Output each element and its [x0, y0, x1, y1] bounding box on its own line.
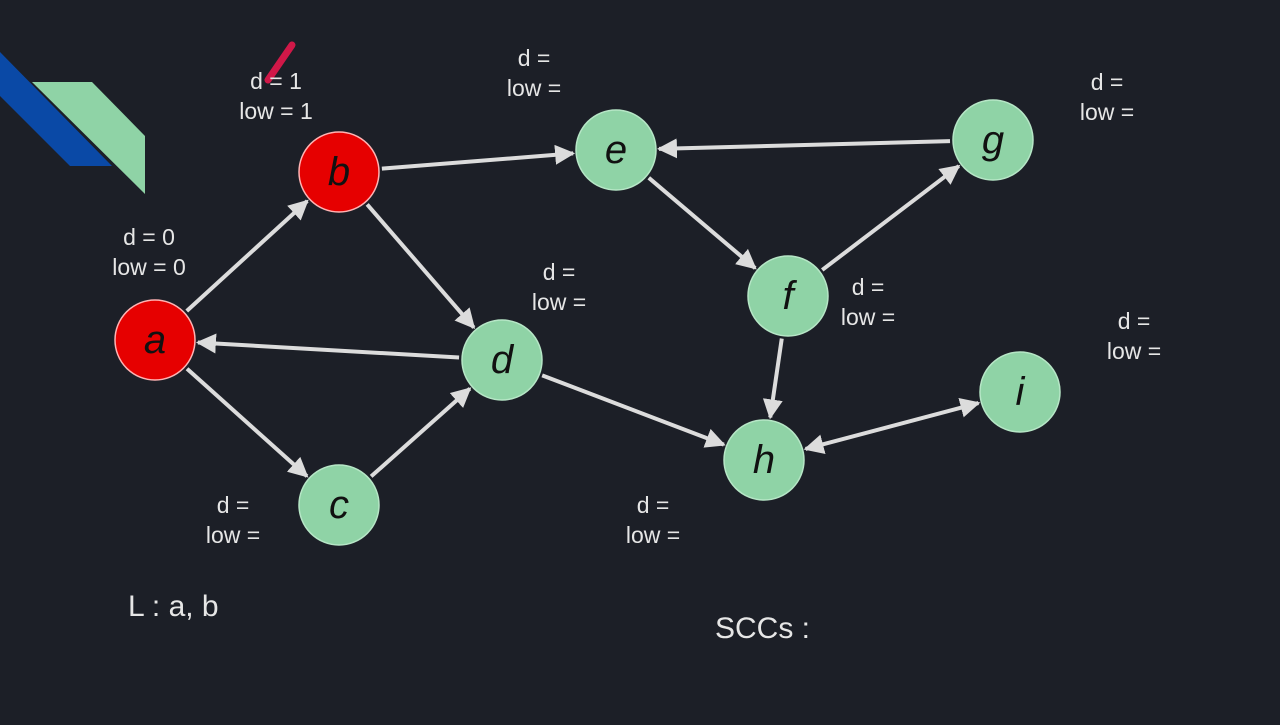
label-e-d: d = [517, 45, 551, 71]
label-f-d: d = [851, 274, 885, 300]
label-h-d: d = [636, 492, 670, 518]
node-f-circle [747, 255, 829, 337]
deco-green-stripe [32, 82, 145, 194]
label-c: d = low = [206, 490, 260, 550]
node-d-circle [461, 319, 543, 401]
node-i-label: i [1016, 370, 1026, 414]
edge-d-a [195, 333, 460, 360]
edge-b-e [381, 144, 576, 171]
label-c-low: low = [205, 522, 261, 548]
node-g: g [952, 99, 1034, 181]
node-c-circle [298, 464, 380, 546]
edges-layer [185, 138, 981, 478]
edge-a-c [185, 367, 309, 478]
label-d-low: low = [531, 289, 587, 315]
node-b-circle [298, 131, 380, 213]
edge-e-f [647, 176, 757, 270]
pen-annotation-mark [264, 41, 296, 84]
label-h: d = low = [626, 490, 680, 550]
nodes-layer: a b c d e f g h i [114, 99, 1061, 546]
label-a-low: low = 0 [112, 254, 186, 280]
label-d-d: d = [542, 259, 576, 285]
label-c-d: d = [216, 492, 250, 518]
label-e-low: low = [506, 75, 562, 101]
node-b-label: b [328, 150, 350, 194]
edge-d-h [541, 373, 726, 448]
label-f-low: low = [840, 304, 896, 330]
label-h-low: low = [625, 522, 681, 548]
label-b-low: low = 1 [239, 98, 313, 124]
deco-blue-stripe [0, 52, 112, 166]
sccs-heading: SCCs : [715, 612, 811, 645]
node-g-circle [952, 99, 1034, 181]
node-d: d [461, 319, 543, 401]
label-b-d: d = 1 [250, 68, 302, 94]
label-i-d: d = [1117, 308, 1151, 334]
node-f: f [747, 255, 829, 337]
node-e: e [575, 109, 657, 191]
edge-h-i [803, 397, 981, 455]
node-a-label: a [144, 318, 166, 362]
node-b: b [298, 131, 380, 213]
node-h-label: h [753, 438, 775, 482]
node-d-label: d [491, 338, 515, 382]
node-g-label: g [982, 118, 1004, 162]
label-a: d = 0 low = 0 [112, 222, 186, 282]
edge-g-e [656, 138, 951, 159]
label-e: d = low = [507, 43, 561, 103]
edge-c-d [369, 387, 472, 478]
label-i: d = low = [1107, 306, 1161, 366]
label-i-low: low = [1106, 338, 1162, 364]
list-l: L : a, b [128, 590, 219, 623]
label-g-d: d = [1090, 69, 1124, 95]
label-a-d: d = 0 [123, 224, 175, 250]
edge-f-g [821, 164, 961, 272]
edge-f-h [762, 338, 784, 420]
edge-a-b [185, 199, 309, 313]
node-a: a [114, 299, 196, 381]
label-g-low: low = [1079, 99, 1135, 125]
corner-decoration [0, 41, 296, 194]
node-i-circle [979, 351, 1061, 433]
node-a-circle [114, 299, 196, 381]
label-b: d = 1 low = 1 [239, 66, 313, 126]
node-c: c [298, 464, 380, 546]
node-e-label: e [605, 128, 627, 172]
edge-b-d [365, 203, 476, 330]
node-c-label: c [329, 483, 349, 527]
node-e-circle [575, 109, 657, 191]
node-h-circle [723, 419, 805, 501]
label-g: d = low = [1080, 67, 1134, 127]
label-f: d = low = [841, 272, 895, 332]
label-d: d = low = [532, 257, 586, 317]
node-i: i [979, 351, 1061, 433]
node-h: h [723, 419, 805, 501]
